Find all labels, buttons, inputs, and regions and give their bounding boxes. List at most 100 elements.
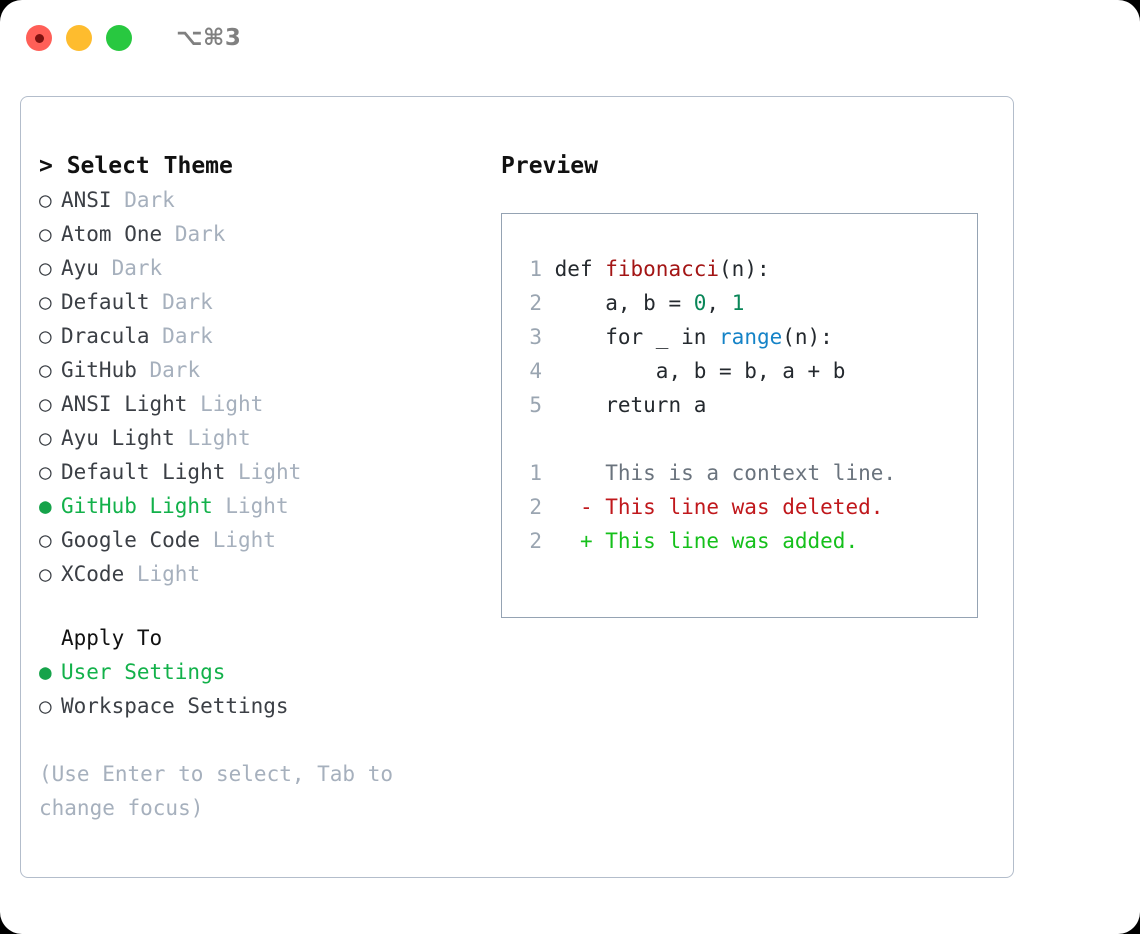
theme-option-atom-one[interactable]: ○Atom One Dark bbox=[39, 217, 499, 251]
close-button[interactable] bbox=[26, 25, 52, 51]
theme-option-ayu-light[interactable]: ○ Ayu Light Light bbox=[39, 421, 499, 455]
code-line: 4 a, b = b, a + b bbox=[516, 354, 896, 388]
theme-option-label: Ayu Light bbox=[61, 426, 175, 450]
radio-unselected-icon: ○ bbox=[39, 290, 52, 314]
theme-option-google-code[interactable]: ○ Google Code Light bbox=[39, 523, 499, 557]
preview-column: Preview 1 def fibonacci(n):2 a, b = 0, 1… bbox=[501, 149, 1001, 618]
theme-option-label: Ayu bbox=[61, 256, 99, 280]
diff-line-deleted: 2 - This line was deleted. bbox=[516, 490, 896, 524]
theme-list-column: > Select Theme ○ANSI Dark○Atom One Dark○… bbox=[39, 149, 499, 825]
code-line-number: 3 bbox=[529, 325, 542, 349]
radio-selected-icon: ● bbox=[39, 660, 52, 684]
radio-unselected-icon: ○ bbox=[39, 528, 52, 552]
code-line-number: 4 bbox=[529, 359, 542, 383]
code-token: return a bbox=[554, 393, 707, 417]
diff-text: This is a context line. bbox=[592, 461, 897, 485]
maximize-button[interactable] bbox=[106, 25, 132, 51]
theme-option-ansi[interactable]: ○ ANSI Dark bbox=[39, 183, 499, 217]
apply-to-option-user-settings[interactable]: ● User Settings bbox=[39, 655, 499, 689]
code-token: def bbox=[554, 257, 606, 281]
theme-option-label: Google Code bbox=[61, 528, 201, 552]
radio-unselected-icon: ○ bbox=[39, 426, 52, 450]
theme-option-mode-tag: Light bbox=[200, 392, 264, 416]
code-token: range bbox=[719, 325, 783, 349]
code-token: a, b = b, a + b bbox=[554, 359, 846, 383]
theme-option-label: GitHub bbox=[61, 358, 137, 382]
diff-sign: - bbox=[579, 495, 593, 519]
theme-option-mode-tag: Dark bbox=[162, 324, 213, 348]
radio-unselected-icon: ○ bbox=[39, 188, 52, 212]
minimize-button[interactable] bbox=[66, 25, 92, 51]
radio-unselected-icon: ○ bbox=[39, 392, 52, 416]
code-token: , bbox=[706, 291, 732, 315]
window-controls bbox=[26, 25, 132, 51]
keyboard-shortcut-label: ⌥⌘3 bbox=[176, 25, 242, 51]
keyboard-hint: (Use Enter to select, Tab to change focu… bbox=[39, 762, 406, 820]
apply-to-indent bbox=[39, 621, 61, 655]
theme-option-mode-tag: Dark bbox=[111, 256, 163, 280]
theme-option-xcode[interactable]: ○ XCode Light bbox=[39, 557, 499, 591]
diff-sign: + bbox=[579, 529, 593, 553]
diff-line-context: 1 This is a context line. bbox=[516, 456, 896, 490]
code-line: 2 a, b = 0, 1 bbox=[516, 286, 896, 320]
diff-sign bbox=[580, 461, 593, 485]
theme-list: ○ANSI Dark○Atom One Dark○Ayu Dark○Defaul… bbox=[39, 183, 499, 591]
theme-option-mode-tag: Dark bbox=[162, 290, 213, 314]
diff-text: This line was added. bbox=[592, 529, 859, 553]
diff-line-number: 2 bbox=[529, 495, 542, 519]
code-line-number: 2 bbox=[529, 291, 542, 315]
apply-to-option-label: User Settings bbox=[61, 660, 226, 684]
apply-to-option-workspace-settings[interactable]: ○ Workspace Settings bbox=[39, 689, 499, 723]
theme-option-label: ANSI bbox=[61, 188, 112, 212]
code-line: 5 return a bbox=[516, 388, 896, 422]
theme-option-label: Atom One bbox=[61, 222, 163, 246]
code-token: a, b = bbox=[554, 291, 694, 315]
radio-unselected-icon: ○ bbox=[39, 460, 52, 484]
code-token: (n): bbox=[782, 325, 833, 349]
code-token: fibonacci bbox=[605, 257, 720, 281]
theme-option-mode-tag: Light bbox=[225, 494, 289, 518]
theme-option-mode-tag: Light bbox=[212, 528, 276, 552]
apply-to-header-label: Apply To bbox=[61, 626, 163, 650]
preview-title: Preview bbox=[501, 153, 598, 179]
radio-unselected-icon: ○ bbox=[39, 694, 52, 718]
radio-selected-icon: ● bbox=[39, 494, 52, 518]
radio-unselected-icon: ○ bbox=[39, 358, 52, 382]
code-token: for _ in bbox=[554, 325, 720, 349]
code-token: 0 bbox=[693, 291, 707, 315]
apply-to-option-label: Workspace Settings bbox=[61, 694, 289, 718]
theme-option-default-light[interactable]: ○Default Light Light bbox=[39, 455, 499, 489]
title-bar: ⌥⌘3 bbox=[0, 0, 1140, 76]
theme-option-github[interactable]: ○GitHub Dark bbox=[39, 353, 499, 387]
theme-option-ayu[interactable]: ○ Ayu Dark bbox=[39, 251, 499, 285]
theme-option-label: Default bbox=[61, 290, 150, 314]
theme-option-ansi-light[interactable]: ○ANSI Light Light bbox=[39, 387, 499, 421]
close-icon bbox=[34, 33, 44, 43]
select-theme-header: > Select Theme bbox=[39, 153, 233, 179]
apply-to-list: ● User Settings ○ Workspace Settings bbox=[39, 655, 499, 723]
radio-unselected-icon: ○ bbox=[39, 324, 52, 348]
diff-text: This line was deleted. bbox=[592, 495, 884, 519]
theme-option-dracula[interactable]: ○ Dracula Dark bbox=[39, 319, 499, 353]
theme-option-github-light[interactable]: ● GitHub Light Light bbox=[39, 489, 499, 523]
radio-unselected-icon: ○ bbox=[39, 256, 52, 280]
theme-option-mode-tag: Light bbox=[136, 562, 201, 586]
code-line-number: 1 bbox=[529, 257, 542, 281]
theme-option-mode-tag: Light bbox=[187, 426, 251, 450]
code-line-number: 5 bbox=[529, 393, 542, 417]
theme-option-label: Default Light bbox=[61, 460, 226, 484]
radio-unselected-icon: ○ bbox=[39, 562, 52, 586]
theme-option-default[interactable]: ○ Default Dark bbox=[39, 285, 499, 319]
theme-selector-panel: > Select Theme ○ANSI Dark○Atom One Dark○… bbox=[20, 96, 1014, 878]
theme-option-label: Dracula bbox=[61, 324, 150, 348]
theme-option-label: GitHub Light bbox=[61, 494, 213, 518]
theme-option-mode-tag: Dark bbox=[124, 188, 175, 212]
code-line: 1 def fibonacci(n): bbox=[516, 252, 896, 286]
diff-line-added: 2 + This line was added. bbox=[516, 524, 896, 558]
theme-option-label: XCode bbox=[61, 562, 125, 586]
code-token: (n): bbox=[719, 257, 770, 281]
diff-line-number: 2 bbox=[529, 529, 542, 553]
